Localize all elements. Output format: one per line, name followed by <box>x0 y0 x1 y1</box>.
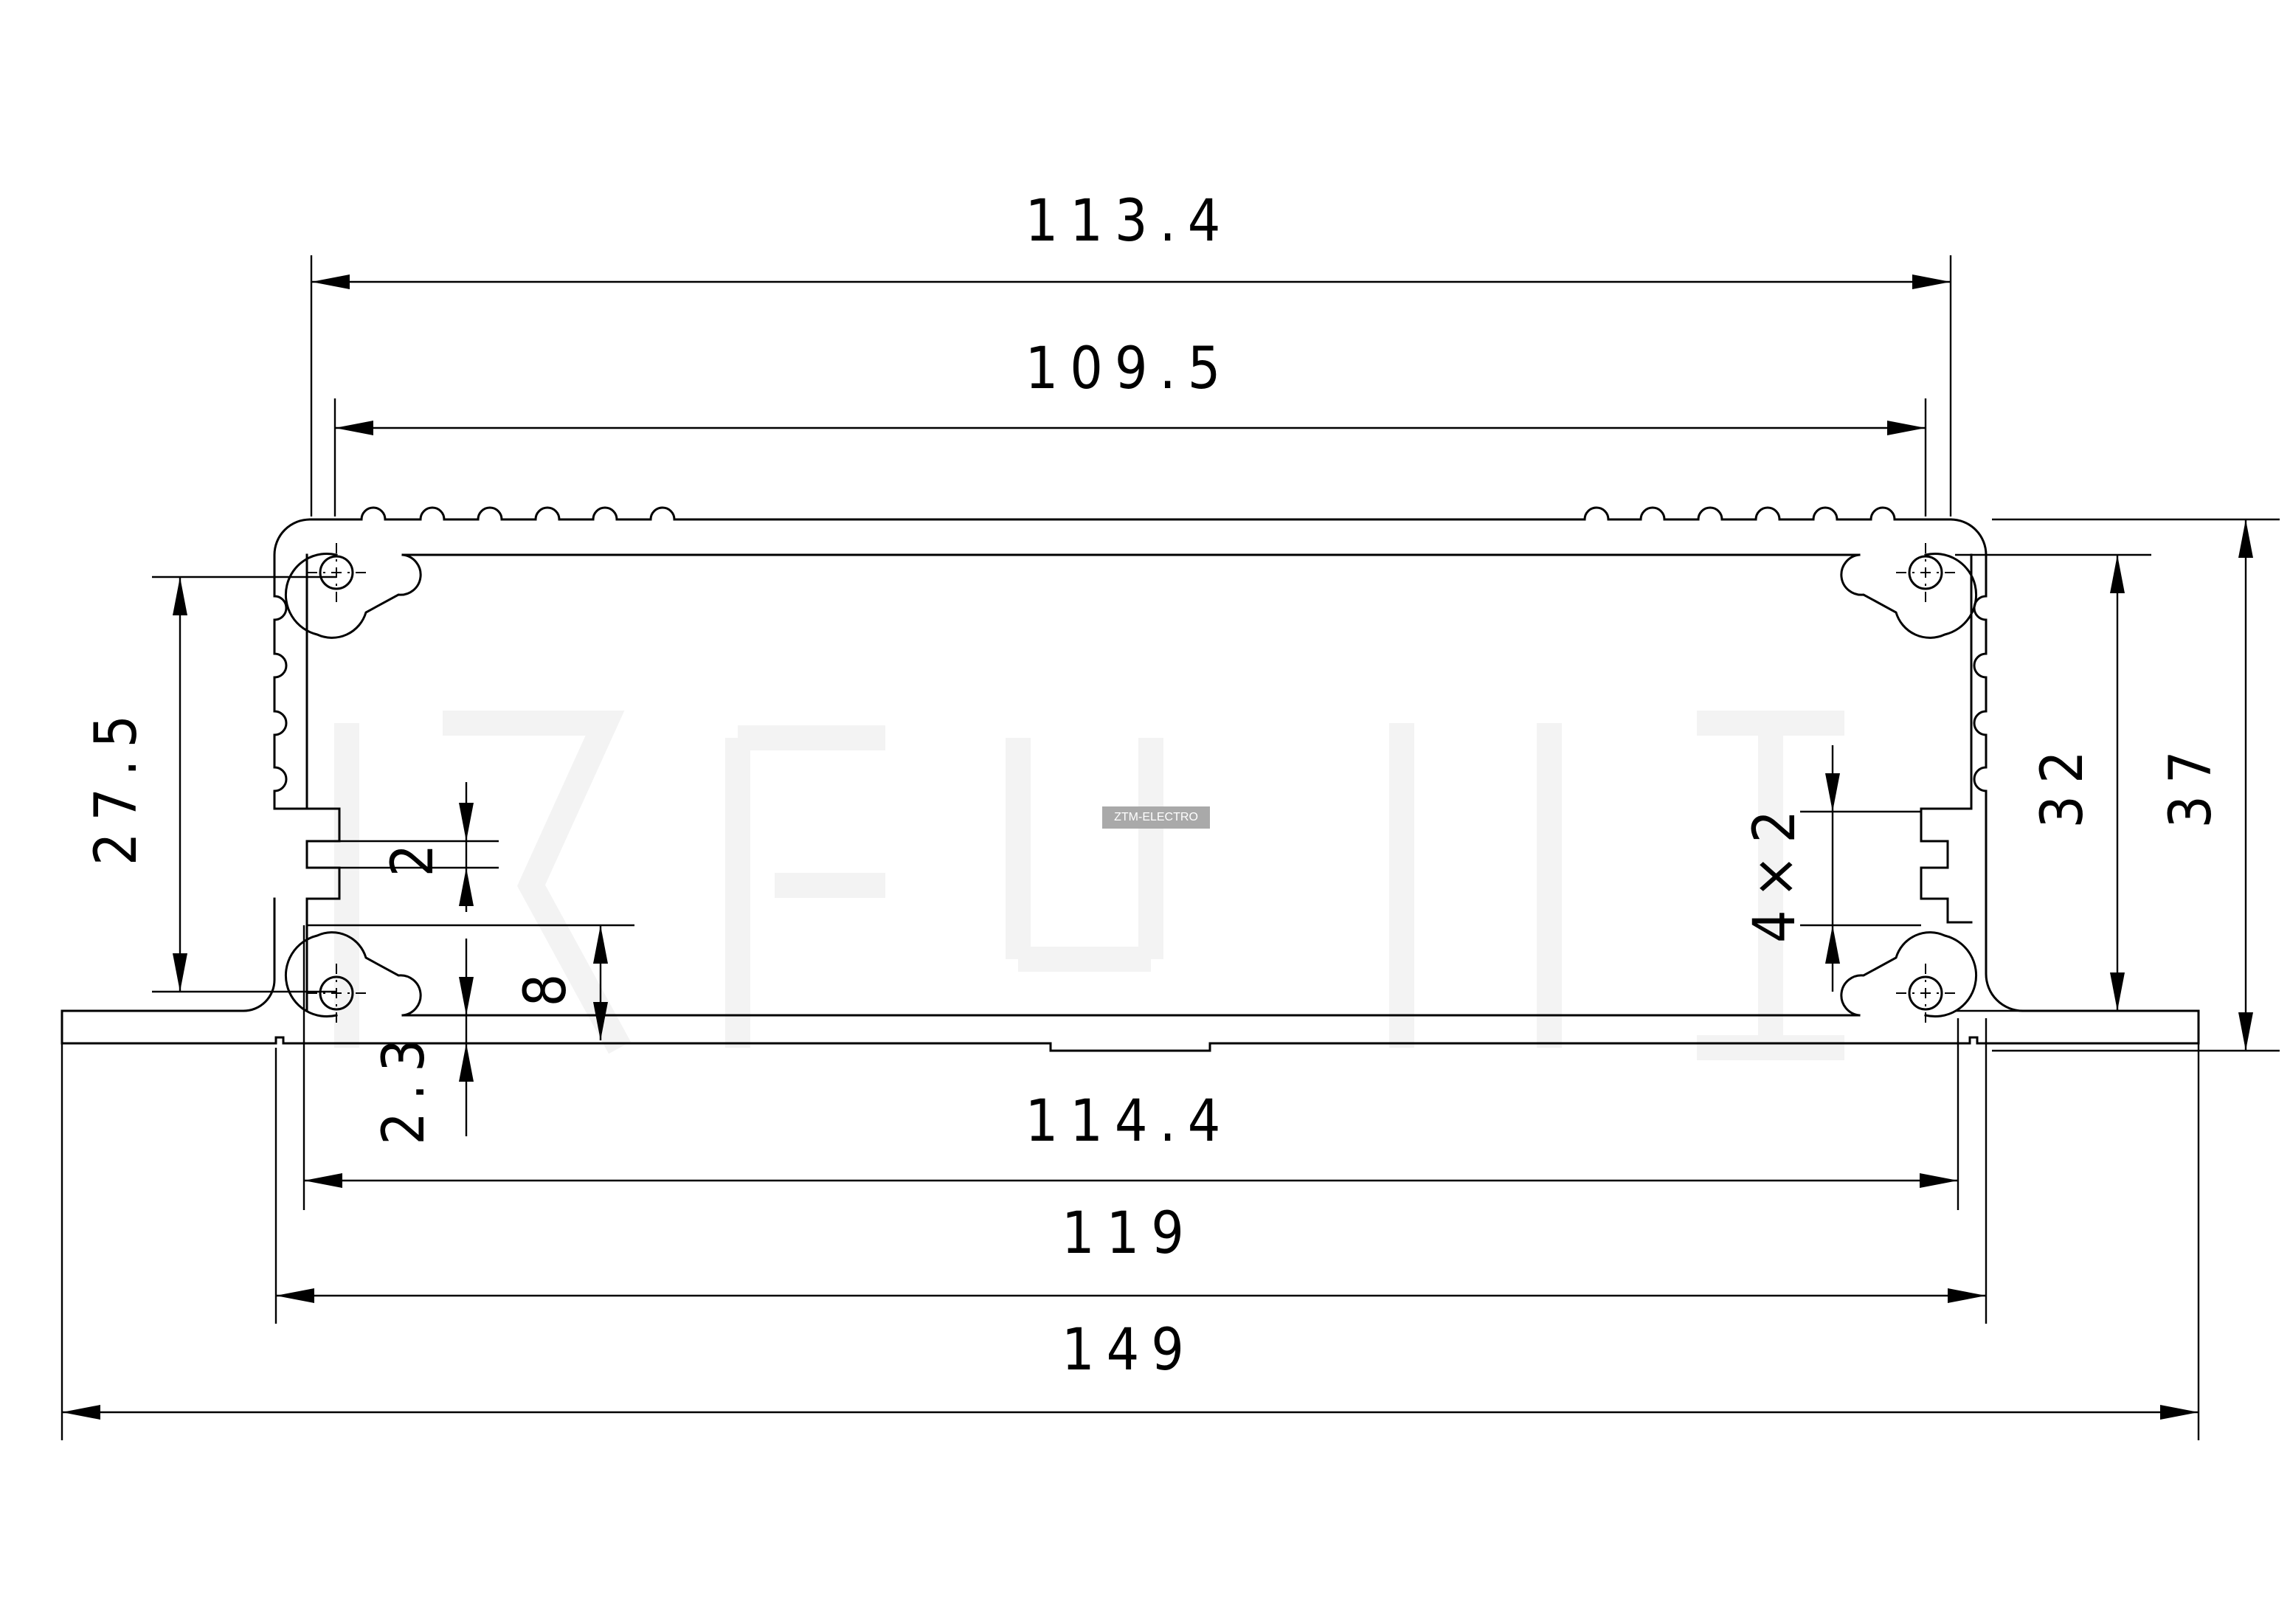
flange <box>60 897 2200 1052</box>
top-outer-edge <box>308 506 1952 521</box>
faint-logo-watermark <box>334 711 1844 1060</box>
dim-body-width: 119 <box>1062 1200 1196 1267</box>
left-outer-wall <box>273 518 341 1012</box>
dim-slot-width: 2 <box>380 832 446 877</box>
dim-groove-span: 109.5 <box>1025 336 1233 402</box>
dim-base-thickness: 2.3 <box>371 1027 437 1145</box>
screw-boss-top-right <box>1840 543 1978 639</box>
dimension-lines <box>62 274 2253 1420</box>
right-outer-wall <box>1949 518 2024 1012</box>
screw-boss-top-left <box>284 543 422 639</box>
screw-boss-bottom-right <box>1840 931 1978 1023</box>
dim-outer-height-inner: 32 <box>2030 739 2096 828</box>
dim-slot-offset: 8 <box>513 962 579 1007</box>
screw-boss-bottom-left <box>284 931 422 1023</box>
profile-outline <box>60 506 2200 1052</box>
extension-lines <box>60 255 2280 1440</box>
watermark-label: ZTM-ELECTRO <box>1102 806 1210 829</box>
dim-flange-width: 149 <box>1062 1317 1196 1383</box>
dim-inner-bottom-width: 114.4 <box>1025 1088 1233 1155</box>
right-inner-wall <box>1920 553 1973 924</box>
dim-slot-array: 4×2 <box>1742 798 1808 943</box>
dim-inner-height: 27.5 <box>83 703 150 865</box>
dim-outer-height: 37 <box>2158 739 2224 828</box>
dim-inner-top-width: 113.4 <box>1025 188 1233 255</box>
